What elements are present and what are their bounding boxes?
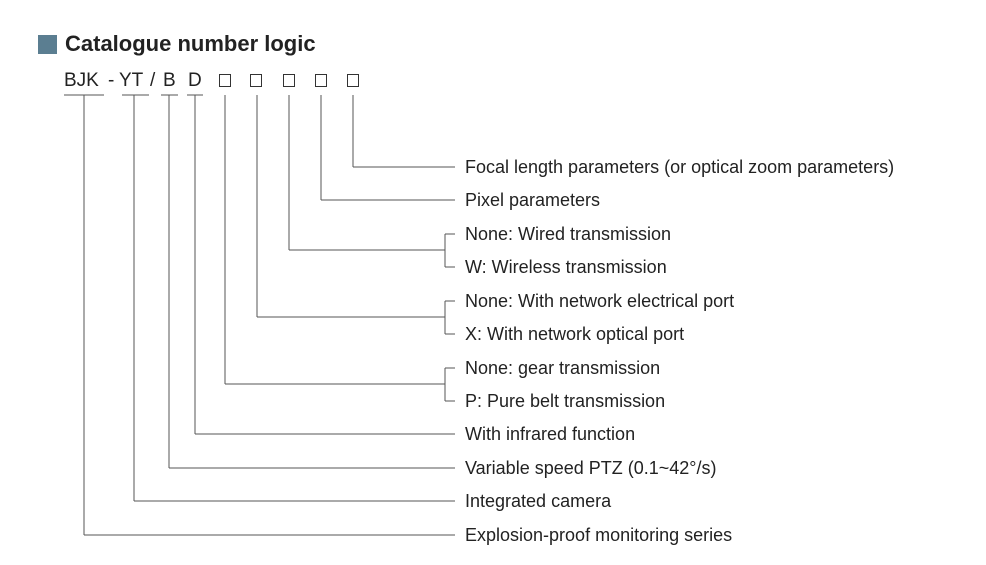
title-square-icon xyxy=(38,35,57,54)
label-wired: None: Wired transmission xyxy=(465,224,672,244)
label-explosion-proof: Explosion-proof monitoring series xyxy=(465,525,733,545)
placeholder-box xyxy=(283,74,295,87)
label-ptz: Variable speed PTZ (0.1~42°/s) xyxy=(465,458,717,478)
label-pixel: Pixel parameters xyxy=(465,190,601,210)
label-infrared: With infrared function xyxy=(465,424,636,444)
code-part-yt: YT xyxy=(119,70,144,91)
label-electrical-port: None: With network electrical port xyxy=(465,291,735,311)
placeholder-box xyxy=(347,74,359,87)
label-gear: None: gear transmission xyxy=(465,358,661,378)
code-part-d: D xyxy=(188,70,202,91)
placeholder-box xyxy=(250,74,262,87)
code-slash: / xyxy=(150,70,156,91)
code-dash: - xyxy=(108,70,115,91)
placeholder-box xyxy=(315,74,327,87)
page-title: Catalogue number logic xyxy=(65,31,316,56)
label-optical-port: X: With network optical port xyxy=(465,324,685,344)
placeholder-box xyxy=(219,74,231,87)
label-belt: P: Pure belt transmission xyxy=(465,391,666,411)
code-part-bjk: BJK xyxy=(64,70,99,91)
label-wireless: W: Wireless transmission xyxy=(465,257,667,277)
label-focal-length: Focal length parameters (or optical zoom… xyxy=(465,157,895,177)
label-integrated-camera: Integrated camera xyxy=(465,491,612,511)
code-part-b: B xyxy=(163,70,176,91)
